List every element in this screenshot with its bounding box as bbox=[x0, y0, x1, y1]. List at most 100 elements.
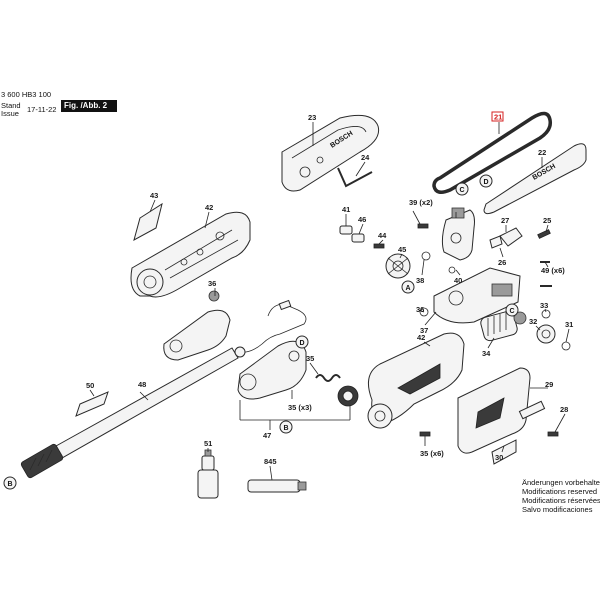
stand-label: Stand bbox=[1, 101, 21, 110]
marker-c-2: C bbox=[505, 303, 519, 317]
highlight-box-21 bbox=[491, 111, 504, 122]
washer-part-40 bbox=[448, 266, 456, 274]
bushing-part-46 bbox=[351, 233, 365, 243]
svg-text:A: A bbox=[406, 285, 411, 292]
bushing-part-41 bbox=[339, 225, 353, 235]
issue-label: Issue bbox=[1, 109, 19, 118]
housing-half-part-42-right bbox=[367, 332, 465, 429]
tensioner-part-27 bbox=[499, 227, 523, 247]
label-51: 51 bbox=[204, 439, 212, 448]
label-49: 49 (x6) bbox=[541, 266, 565, 275]
bolt-part-25 bbox=[537, 229, 551, 239]
label-30: 30 bbox=[495, 453, 503, 462]
handle-housing-part-47 bbox=[237, 340, 307, 400]
clip-part-26 bbox=[489, 235, 503, 249]
sprocket-part-45 bbox=[385, 253, 411, 279]
svg-text:D: D bbox=[484, 179, 489, 186]
marker-c-1: C bbox=[455, 182, 469, 196]
ring-part-44 bbox=[373, 243, 385, 249]
screw-part-28 bbox=[547, 431, 559, 437]
label-21: 21 bbox=[494, 113, 502, 122]
marker-d-2: D bbox=[295, 335, 309, 349]
hex-key-part-24 bbox=[337, 167, 373, 188]
label-36a: 36 bbox=[208, 279, 216, 288]
fan-part-32 bbox=[536, 324, 556, 344]
label-31: 31 bbox=[565, 320, 573, 329]
label-32: 32 bbox=[529, 317, 537, 326]
svg-text:C: C bbox=[460, 187, 465, 194]
label-46: 46 bbox=[358, 215, 366, 224]
label-39: 39 (x2) bbox=[409, 198, 433, 207]
washer-part-33 bbox=[541, 309, 551, 319]
gearbox-part-37 bbox=[419, 267, 521, 324]
guide-bar-part-22: BOSCH bbox=[483, 143, 587, 215]
label-26: 26 bbox=[498, 258, 506, 267]
sticker-part-50 bbox=[75, 391, 109, 417]
sticker-part-30 bbox=[491, 439, 517, 465]
label-28: 28 bbox=[560, 405, 568, 414]
label-45: 45 bbox=[398, 245, 406, 254]
screw-part-39 bbox=[417, 223, 429, 229]
plate-part-29b bbox=[518, 400, 546, 420]
label-41: 41 bbox=[342, 205, 350, 214]
figure-label: Fig. /Abb. 2 bbox=[61, 100, 117, 112]
grease-tube-part-845 bbox=[247, 479, 307, 493]
leader-lines bbox=[89, 122, 570, 481]
gear-housing-part-40 bbox=[441, 207, 475, 261]
label-24: 24 bbox=[361, 153, 370, 162]
label-sheet-part-43 bbox=[133, 202, 163, 242]
label-35c: 35 (x6) bbox=[420, 449, 444, 458]
label-37: 37 bbox=[420, 326, 428, 335]
label-38: 38 bbox=[416, 276, 424, 285]
handle-shell-part-36 bbox=[163, 290, 231, 361]
label-33: 33 bbox=[540, 301, 548, 310]
cable-loom-part-36 bbox=[237, 299, 307, 353]
note-fr: Modifications réservées bbox=[522, 496, 600, 505]
label-43: 43 bbox=[150, 191, 158, 200]
washer-part-31 bbox=[561, 341, 571, 351]
label-47: 47 bbox=[263, 431, 271, 440]
extension-pole-part-48 bbox=[20, 346, 246, 479]
label-35a: 35 bbox=[306, 354, 314, 363]
chain-cover-part-23: BOSCH bbox=[281, 114, 380, 192]
label-44: 44 bbox=[378, 231, 387, 240]
knob-part-47b bbox=[337, 385, 359, 407]
svg-text:B: B bbox=[8, 481, 13, 488]
side-cover-part-29 bbox=[457, 367, 531, 454]
label-845: 845 bbox=[264, 457, 277, 466]
label-23: 23 bbox=[308, 113, 316, 122]
label-22: 22 bbox=[538, 148, 546, 157]
issue-date: 17-11-22 bbox=[27, 105, 57, 114]
doc-number: 3 600 HB3 100 bbox=[1, 90, 52, 99]
label-40: 40 bbox=[454, 276, 462, 285]
marker-d-1: D bbox=[479, 174, 493, 188]
oil-bottle-part-51 bbox=[197, 449, 219, 499]
note-en: Modifications reserved bbox=[522, 487, 598, 496]
washer-part-38 bbox=[421, 251, 431, 261]
svg-text:D: D bbox=[300, 340, 305, 347]
marker-b-2: B bbox=[3, 476, 17, 490]
marker-a: A bbox=[401, 280, 415, 294]
label-36b: 36 bbox=[416, 305, 424, 314]
modification-notes: Änderungen vorbehalten Modifications res… bbox=[522, 478, 600, 514]
label-50: 50 bbox=[86, 381, 94, 390]
label-25: 25 bbox=[543, 216, 551, 225]
label-35b: 35 (x3) bbox=[288, 403, 312, 412]
label-48: 48 bbox=[138, 380, 146, 389]
screw-part-35-x6 bbox=[419, 431, 431, 437]
label-42b: 42 bbox=[417, 333, 425, 342]
saw-chain-part-21 bbox=[432, 111, 553, 194]
motor-part-34 bbox=[480, 310, 527, 342]
spring-part-35 bbox=[315, 374, 341, 382]
svg-text:B: B bbox=[284, 425, 289, 432]
note-es: Salvo modificaciones bbox=[522, 505, 593, 514]
note-de: Änderungen vorbehalten bbox=[522, 478, 600, 487]
marker-b-1: B bbox=[279, 420, 293, 434]
housing-half-part-42 bbox=[130, 211, 251, 298]
svg-text:C: C bbox=[510, 308, 515, 315]
label-27: 27 bbox=[501, 216, 509, 225]
label-34: 34 bbox=[482, 349, 491, 358]
label-29: 29 bbox=[545, 380, 553, 389]
